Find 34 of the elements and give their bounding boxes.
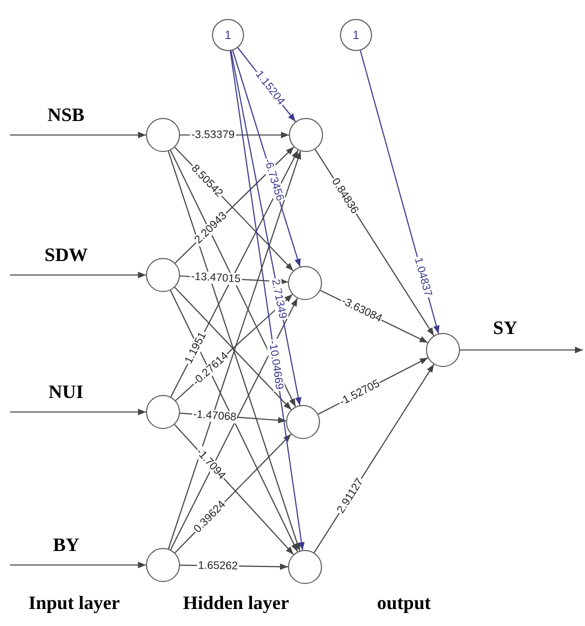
arrow bbox=[10, 408, 146, 416]
output-variable-label: SY bbox=[493, 318, 518, 340]
weight-label: -3.53379 bbox=[190, 129, 236, 141]
arrow bbox=[10, 132, 146, 138]
neuron-node bbox=[146, 258, 180, 292]
arrow bbox=[174, 286, 292, 410]
bias-node bbox=[212, 19, 244, 51]
weight-label: -10.04669 bbox=[266, 339, 286, 392]
neuron-node bbox=[146, 118, 180, 152]
neuron-node bbox=[288, 266, 322, 300]
neuron-node bbox=[146, 395, 180, 429]
input-variable-label: NUI bbox=[48, 382, 84, 404]
weight-label: 1.65262 bbox=[196, 559, 239, 572]
arrow bbox=[10, 272, 146, 278]
neuron-node bbox=[289, 118, 323, 152]
bias-node bbox=[340, 19, 372, 51]
layer-caption: output bbox=[377, 593, 431, 615]
layer-caption: Input layer bbox=[28, 593, 120, 615]
neuron-node bbox=[286, 405, 320, 439]
input-variable-label: NSB bbox=[48, 105, 84, 127]
bias-value: 1 bbox=[352, 28, 360, 42]
arrow bbox=[460, 346, 583, 354]
arrow bbox=[10, 562, 146, 568]
input-variable-label: SDW bbox=[44, 245, 88, 267]
layer-caption: Hidden layer bbox=[183, 593, 290, 615]
arrow bbox=[230, 50, 305, 550]
neuron-node bbox=[426, 333, 460, 367]
neuron-node bbox=[146, 548, 180, 582]
arrow bbox=[230, 50, 302, 406]
bias-value: 1 bbox=[224, 28, 232, 42]
weight-label: -13.47015 bbox=[189, 270, 242, 286]
neuron-node bbox=[288, 550, 322, 584]
input-variable-label: BY bbox=[53, 535, 80, 557]
weight-label: -1.47068 bbox=[192, 408, 238, 424]
